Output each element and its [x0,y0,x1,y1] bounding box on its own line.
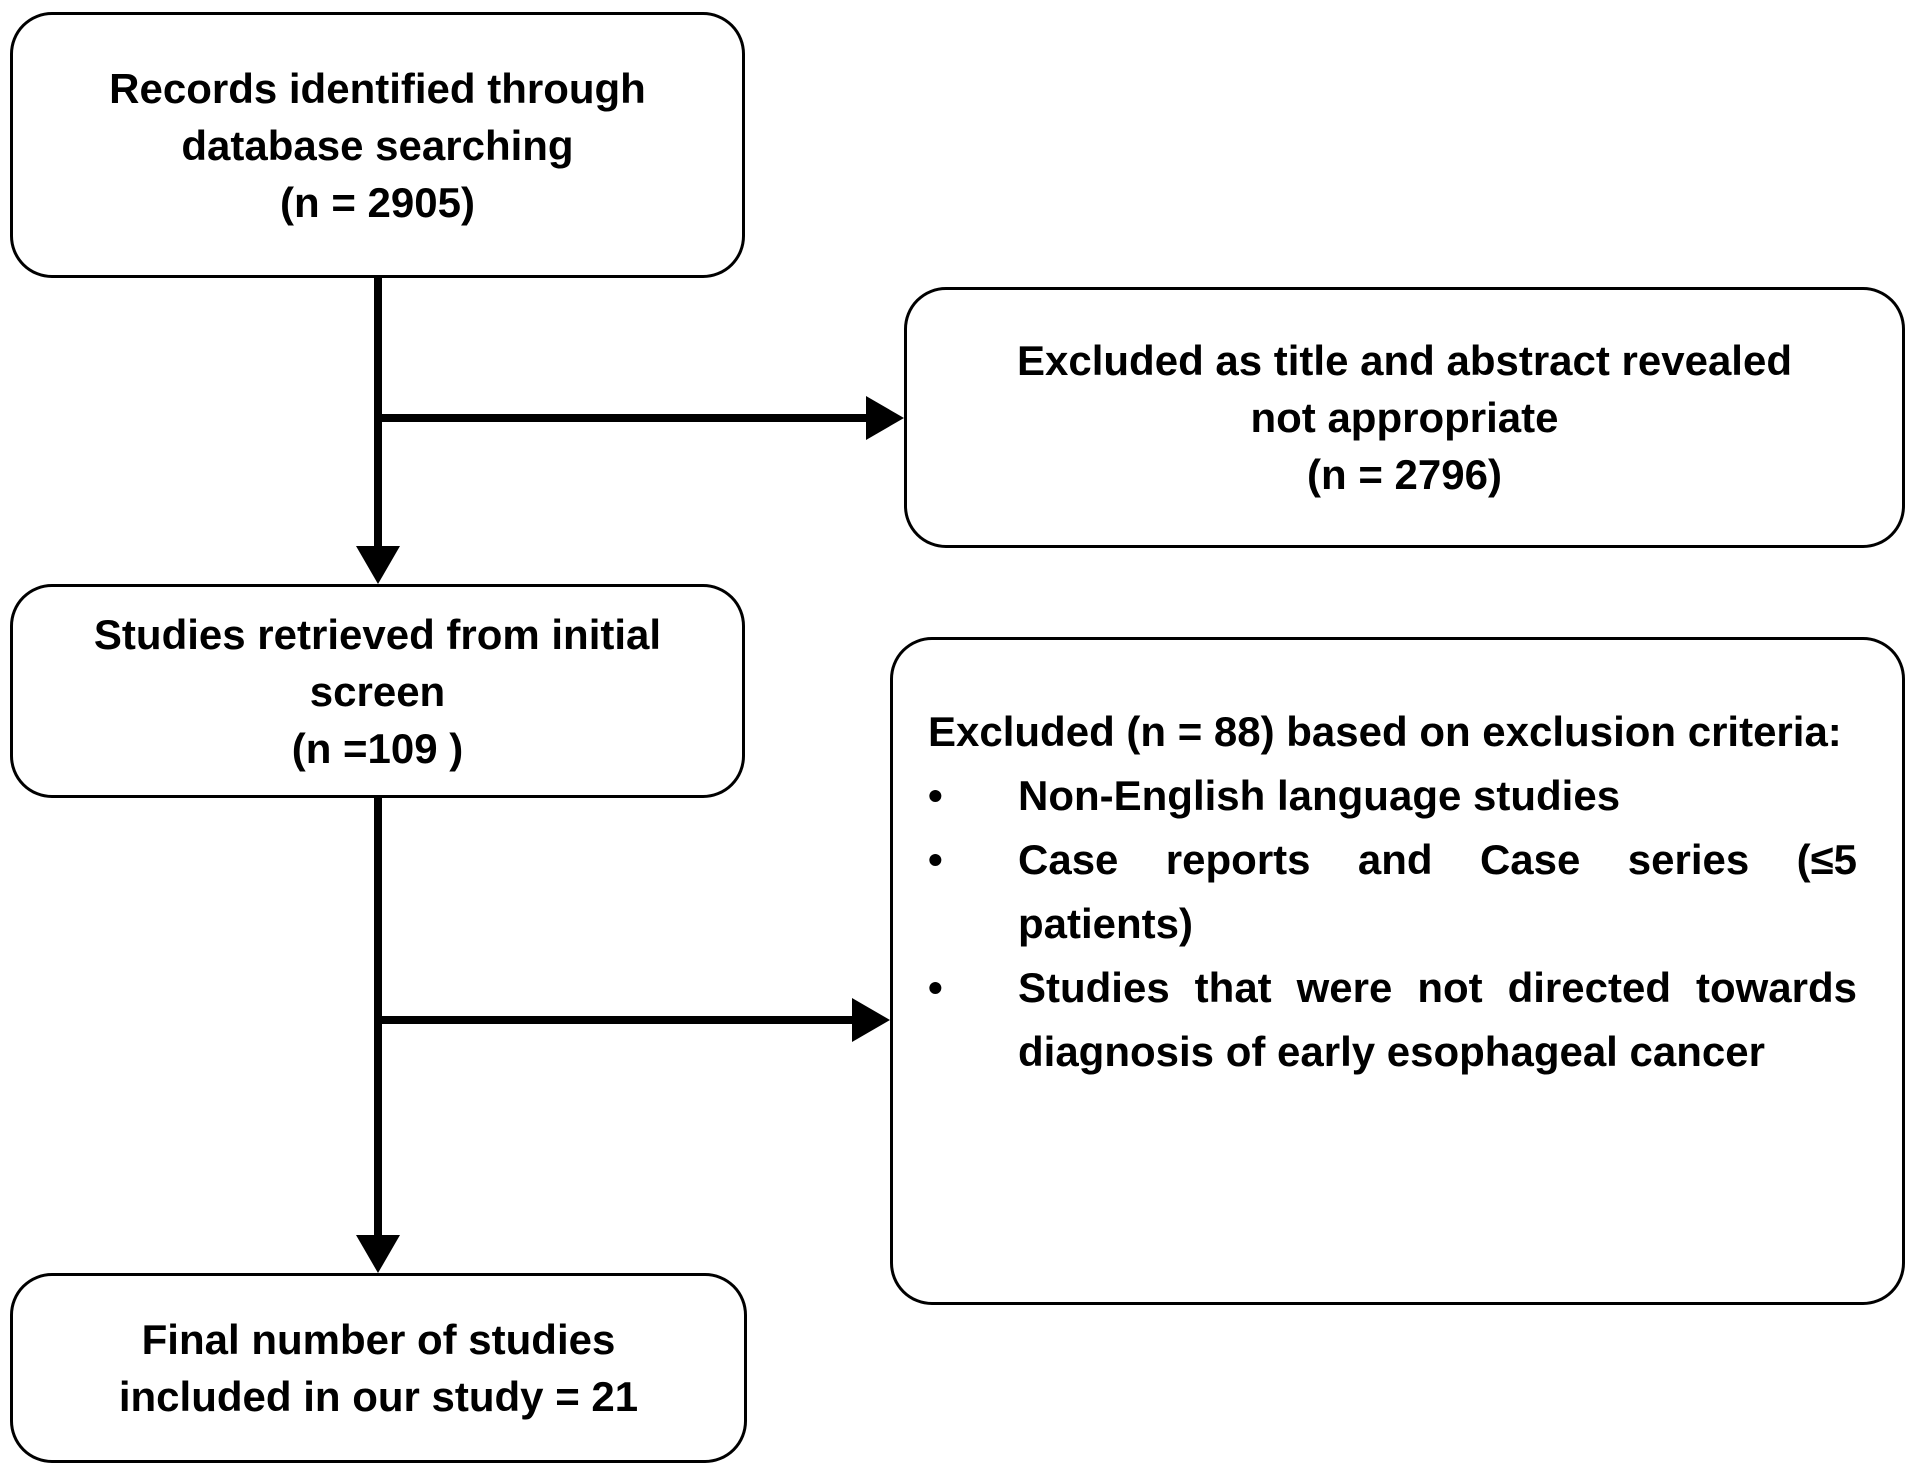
bullet-icon: • [928,772,943,819]
bullet-icon: • [928,964,943,1011]
excluded-criteria-intro: Excluded (n = 88) based on exclusion cri… [928,708,1842,755]
studies-retrieved-box: Studies retrieved from initial screen (n… [10,584,745,798]
box-line: database searching [181,121,574,169]
bullet-text: Studies that were not directed towards d… [1018,964,1857,1075]
arrow-to-excluded-screening-shaft [378,414,870,422]
bullet-text: Non-English language studies [1018,772,1621,819]
box-line: (n = 2796) [1307,451,1502,498]
arrow-records-to-retrieved-shaft [374,276,382,548]
excluded-criteria-box: Excluded (n = 88) based on exclusion cri… [890,637,1905,1305]
box-line: (n = 2905) [280,178,475,226]
box-line: (n =109 ) [291,724,464,772]
arrow-right-icon [852,998,890,1042]
box-line: screen [309,667,446,715]
list-item: • Case reports and Case series (≤5 patie… [928,828,1857,956]
excluded-criteria-bullet-list: • Non-English language studies • Case re… [928,764,1857,1084]
box-line: Records identified through [109,64,646,112]
bullet-text: Case reports and Case series (≤5 patient… [1018,836,1857,947]
box-line: Excluded as title and abstract revealed [1017,337,1792,384]
box-line: not appropriate [1250,394,1559,441]
arrow-right-icon [866,396,904,440]
final-included-box: Final number of studies included in our … [10,1273,747,1463]
box-line: included in our study = 21 [118,1373,639,1420]
records-identified-box: Records identified through database sear… [10,12,745,278]
arrow-down-icon [356,546,400,584]
excluded-title-abstract-box: Excluded as title and abstract revealed … [904,287,1905,548]
arrow-down-icon [356,1235,400,1273]
list-item: • Studies that were not directed towards… [928,956,1857,1084]
arrow-to-excluded-criteria-shaft [378,1016,856,1024]
box-line: Final number of studies [141,1316,616,1363]
bullet-icon: • [928,836,943,883]
list-item: • Non-English language studies [928,764,1857,828]
box-line: Studies retrieved from initial [93,610,662,658]
